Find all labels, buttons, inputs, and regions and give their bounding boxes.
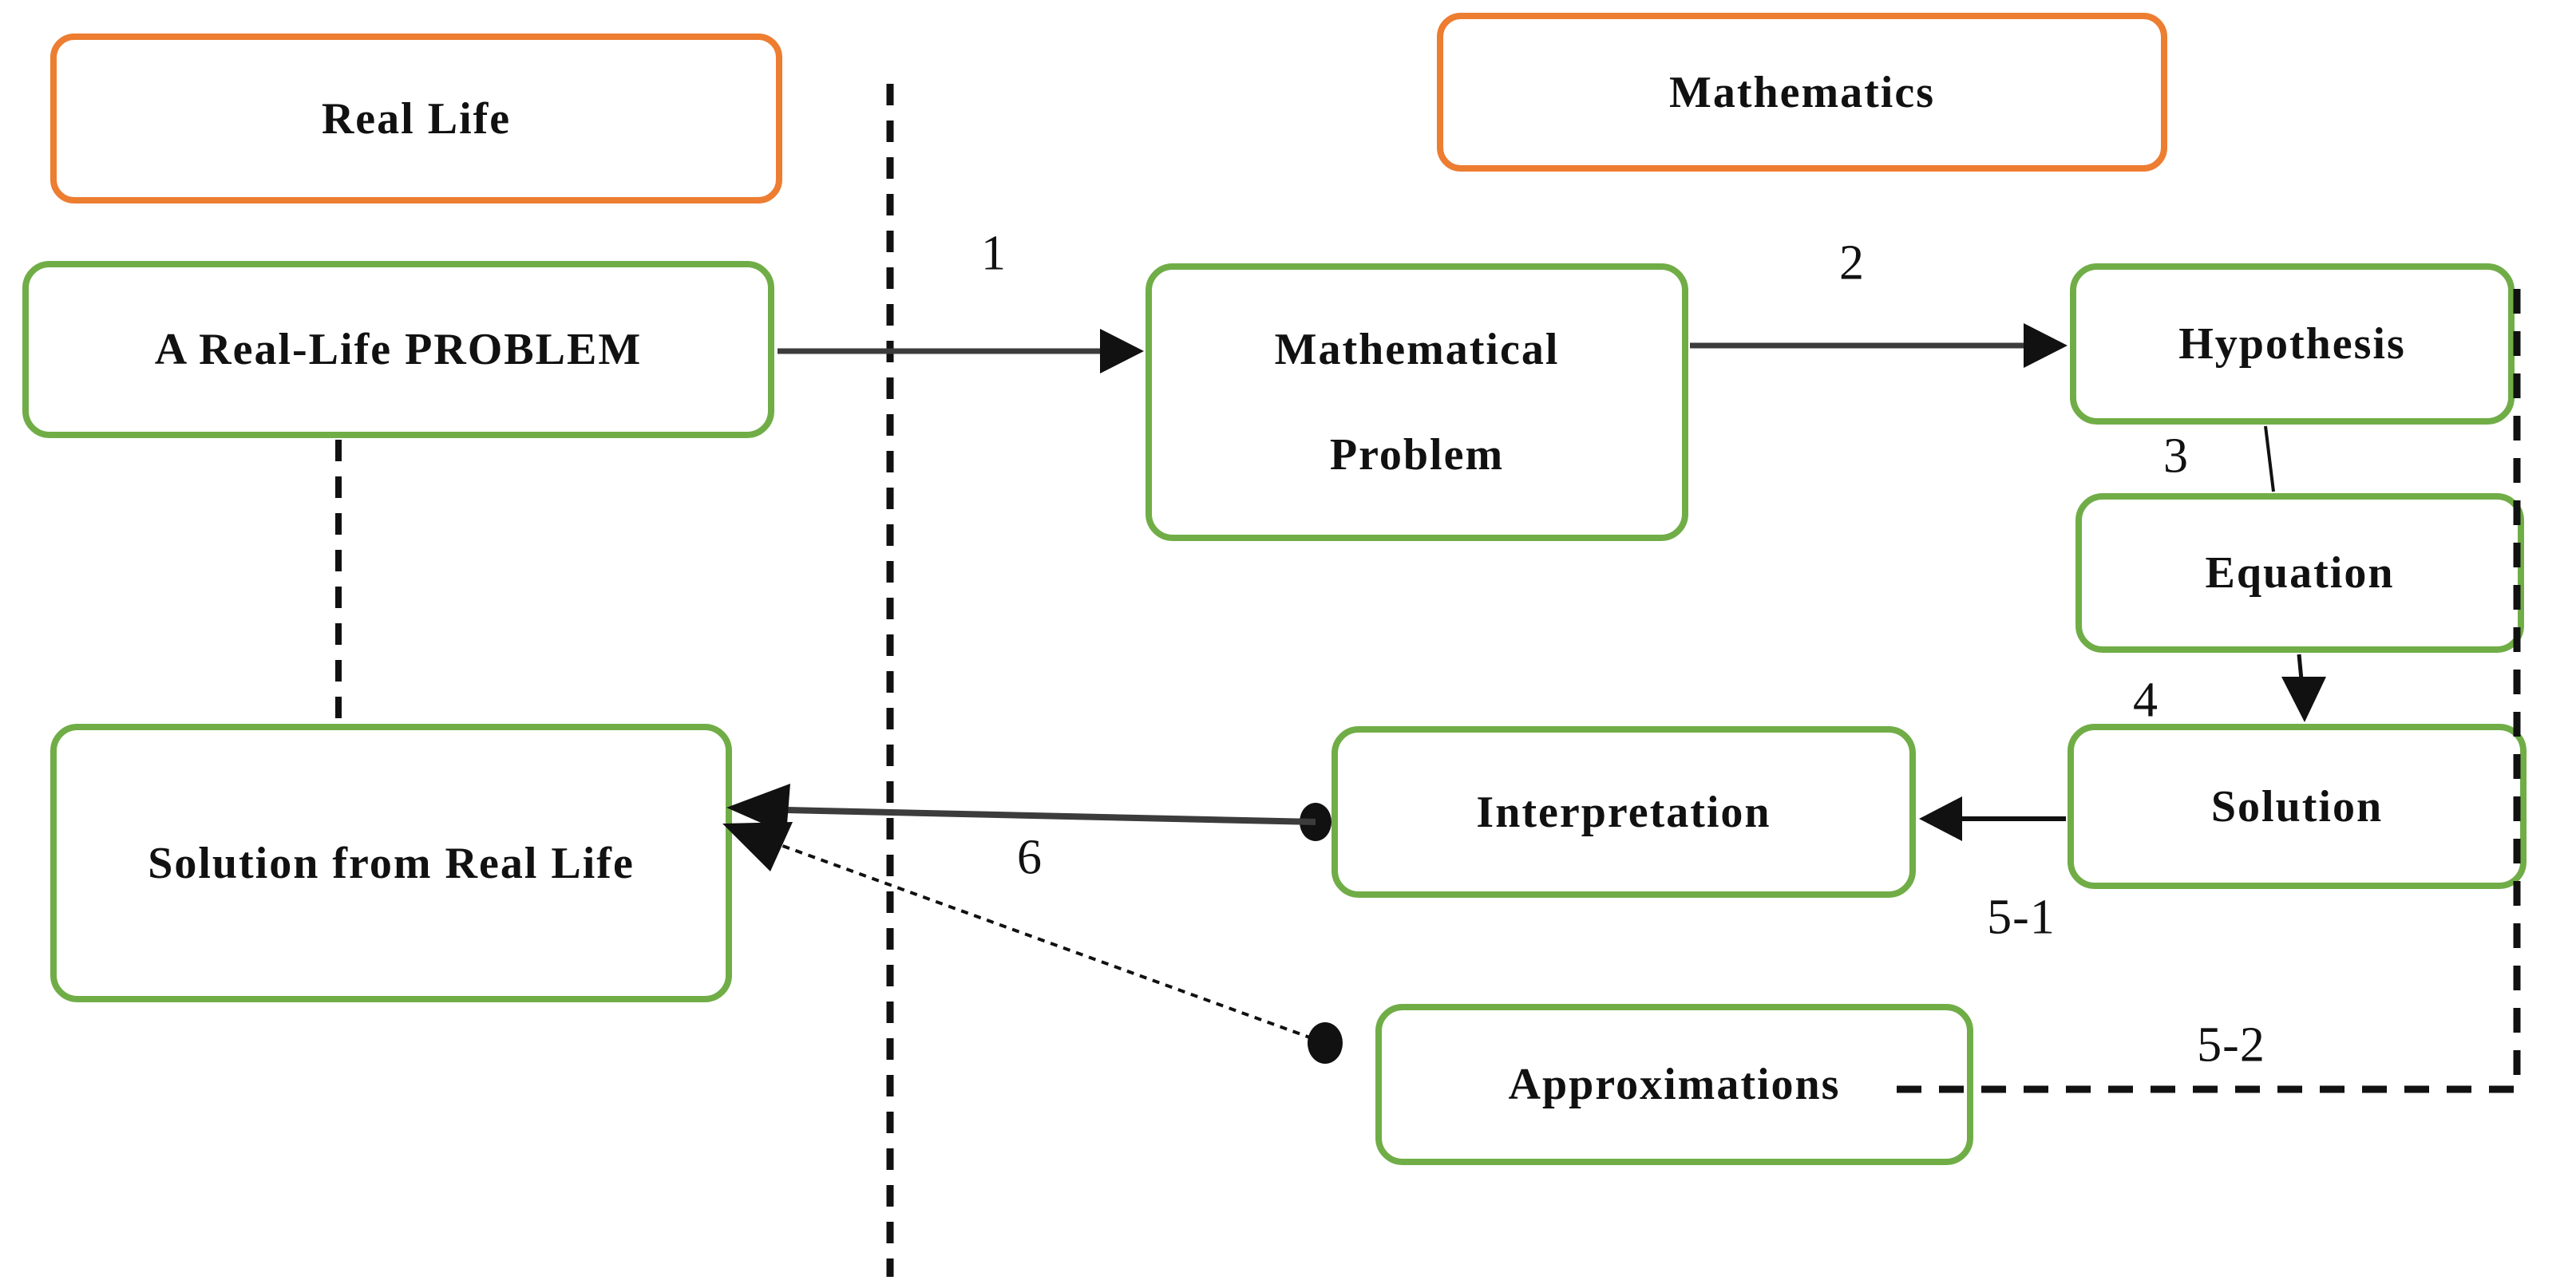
node-label-solution: Solution	[2210, 781, 2384, 832]
arrow-4-head-icon	[2281, 677, 2326, 722]
arrow-5-1-head-icon	[1919, 796, 1962, 841]
node-label-mathematical-problem-line1: Mathematical	[1274, 325, 1560, 374]
node-label-mathematical-problem-line2: Problem	[1329, 430, 1505, 480]
step-label-3: 3	[2163, 429, 2189, 484]
region-box-real-life: Real Life	[50, 34, 782, 203]
arrow-1-head-icon	[1100, 329, 1144, 373]
node-label-hypothesis: Hypothesis	[2178, 319, 2406, 369]
feedback-5-2-dashed-path	[1897, 287, 2521, 1093]
step-label-2: 2	[1839, 235, 1865, 290]
step-label-5-2: 5-2	[2197, 1017, 2265, 1073]
node-approximations: Approximations	[1375, 1004, 1973, 1165]
diagonal-arrow-head-icon	[722, 822, 793, 871]
node-label-interpretation: Interpretation	[1476, 787, 1771, 837]
region-box-mathematics: Mathematics	[1437, 13, 2167, 172]
node-hypothesis: Hypothesis	[2070, 263, 2515, 425]
region-label-mathematics: Mathematics	[1668, 67, 1935, 117]
node-real-life-problem: A Real-Life PROBLEM	[22, 261, 774, 438]
node-interpretation: Interpretation	[1332, 726, 1916, 898]
step-label-6: 6	[1017, 830, 1043, 885]
arrow-6-head-icon	[726, 784, 790, 834]
node-label-approximations: Approximations	[1508, 1060, 1841, 1109]
connector-3-line	[2264, 425, 2275, 492]
node-label-equation: Equation	[2205, 548, 2395, 598]
node-label-solution-from-real-life: Solution from Real Life	[148, 838, 635, 888]
node-equation: Equation	[2075, 493, 2524, 653]
step-label-5-1: 5-1	[1987, 890, 2056, 945]
node-solution: Solution	[2068, 724, 2527, 889]
region-label-real-life: Real Life	[321, 93, 512, 144]
approximations-diagonal-line	[778, 843, 1326, 1045]
arrow-6-line	[785, 807, 1316, 825]
node-solution-from-real-life: Solution from Real Life	[50, 724, 732, 1002]
node-mathematical-problem: Mathematical Problem	[1146, 263, 1688, 541]
arrow-2-head-icon	[2024, 323, 2068, 368]
step-label-4: 4	[2133, 673, 2159, 728]
step-label-1: 1	[981, 226, 1007, 281]
node-label-real-life-problem: A Real-Life PROBLEM	[154, 325, 643, 374]
